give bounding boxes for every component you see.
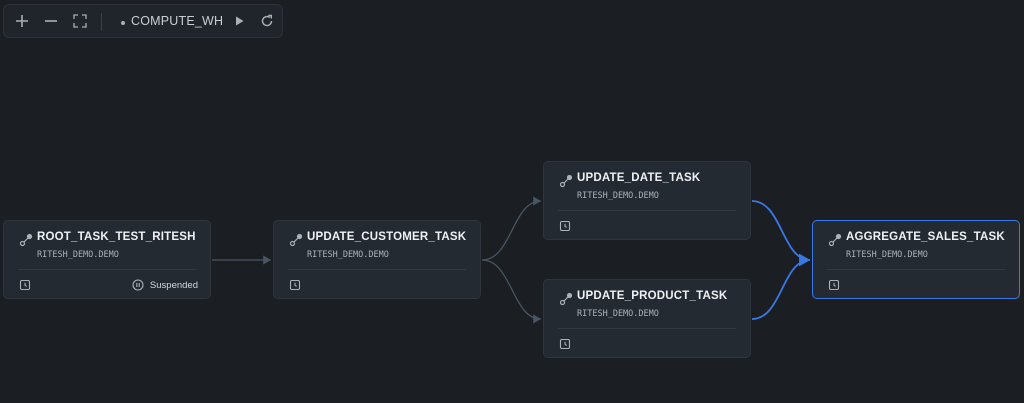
task-node-root[interactable]: ROOT_TASK_TEST_RITESH RITESH_DEMO.DEMO S… <box>3 220 211 299</box>
task-history-icon[interactable] <box>559 338 571 350</box>
task-schema: RITESH_DEMO.DEMO <box>846 250 928 260</box>
status-label: Suspended <box>149 279 198 291</box>
task-link-icon <box>828 233 842 247</box>
task-title: AGGREGATE_SALES_TASK <box>846 231 1005 243</box>
edge-customer-to-product <box>481 259 542 324</box>
node-divider <box>827 269 1005 270</box>
node-divider <box>288 269 466 270</box>
zoom-in-button[interactable] <box>12 11 32 31</box>
task-link-icon <box>289 233 303 247</box>
task-node-aggregate-sales[interactable]: AGGREGATE_SALES_TASK RITESH_DEMO.DEMO <box>812 220 1020 299</box>
task-schema: RITESH_DEMO.DEMO <box>307 250 389 260</box>
fit-screen-icon <box>73 14 87 28</box>
node-divider <box>558 328 736 329</box>
canvas-toolbar: COMPUTE_WH <box>3 4 283 38</box>
play-icon <box>236 16 244 26</box>
task-node-update-product[interactable]: UPDATE_PRODUCT_TASK RITESH_DEMO.DEMO <box>543 279 751 358</box>
task-link-icon <box>559 292 573 306</box>
task-link-icon <box>559 174 573 188</box>
task-schema: RITESH_DEMO.DEMO <box>577 309 659 319</box>
refresh-button[interactable] <box>257 11 277 31</box>
minus-icon <box>45 20 57 22</box>
run-button[interactable] <box>229 11 249 31</box>
task-schema: RITESH_DEMO.DEMO <box>577 191 659 201</box>
task-schema: RITESH_DEMO.DEMO <box>37 250 119 260</box>
task-history-icon[interactable] <box>289 279 301 291</box>
edge-customer-to-date <box>481 196 542 261</box>
warehouse-label[interactable]: COMPUTE_WH <box>131 14 224 28</box>
task-node-update-customer[interactable]: UPDATE_CUSTOMER_TASK RITESH_DEMO.DEMO <box>273 220 481 299</box>
refresh-icon <box>261 14 273 27</box>
node-divider <box>558 210 736 211</box>
task-title: UPDATE_PRODUCT_TASK <box>577 290 728 302</box>
toolbar-divider <box>101 13 102 31</box>
task-title: UPDATE_DATE_TASK <box>577 172 701 184</box>
task-history-icon[interactable] <box>828 279 840 291</box>
plus-icon <box>16 15 28 27</box>
pause-icon <box>132 279 144 291</box>
task-history-icon[interactable] <box>19 279 31 291</box>
fit-view-button[interactable] <box>70 11 90 31</box>
task-title: ROOT_TASK_TEST_RITESH <box>37 231 196 243</box>
node-divider <box>18 269 196 270</box>
task-link-icon <box>19 233 33 247</box>
zoom-out-button[interactable] <box>41 11 61 31</box>
edge-product-to-aggregate <box>751 253 811 320</box>
task-node-update-date[interactable]: UPDATE_DATE_TASK RITESH_DEMO.DEMO <box>543 161 751 240</box>
task-history-icon[interactable] <box>559 220 571 232</box>
edge-date-to-aggregate <box>751 200 811 267</box>
task-title: UPDATE_CUSTOMER_TASK <box>307 231 467 243</box>
task-status: Suspended <box>132 279 198 291</box>
warehouse-status-dot <box>121 21 125 25</box>
